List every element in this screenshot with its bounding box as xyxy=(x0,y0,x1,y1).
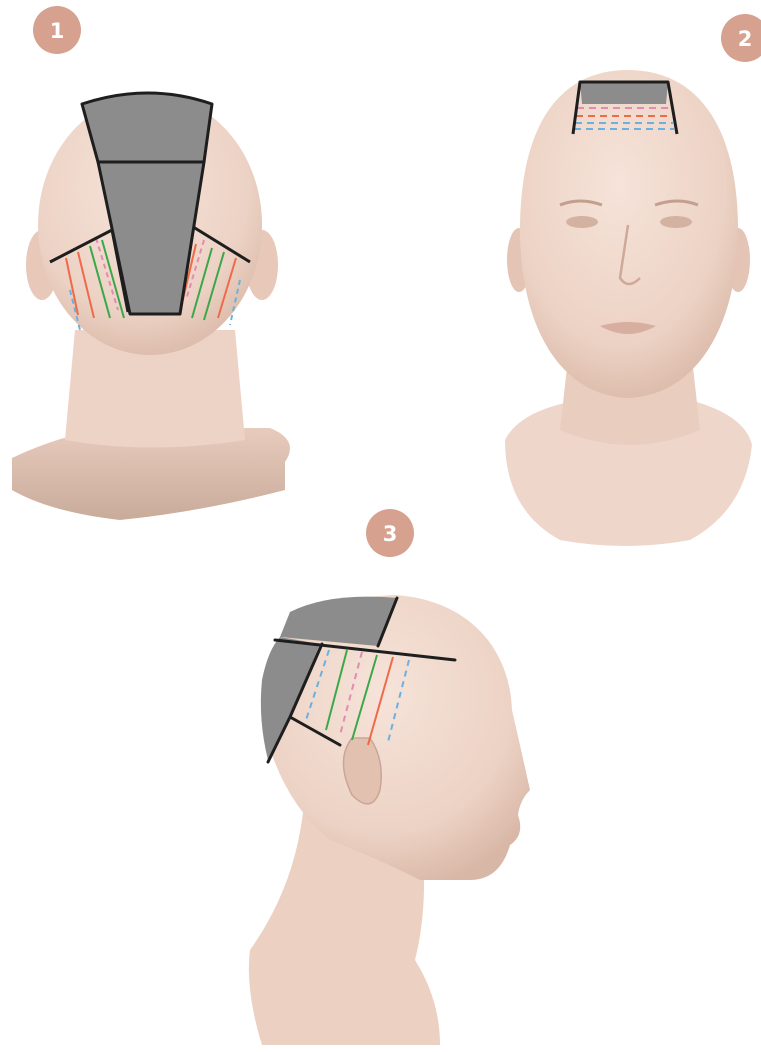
badge-1: 1 xyxy=(33,6,81,54)
front-view-head xyxy=(520,70,738,398)
badge-2: 2 xyxy=(721,14,761,62)
badge-1-number: 1 xyxy=(50,19,65,43)
back-view-crown-section xyxy=(82,93,212,162)
badge-2-number: 2 xyxy=(738,27,753,51)
back-view: 1 xyxy=(12,6,290,520)
front-view-top-section xyxy=(580,82,668,104)
side-view: 3 xyxy=(249,509,530,1045)
front-view: 2 xyxy=(505,14,761,546)
badge-3: 3 xyxy=(366,509,414,557)
badge-3-number: 3 xyxy=(383,522,398,546)
